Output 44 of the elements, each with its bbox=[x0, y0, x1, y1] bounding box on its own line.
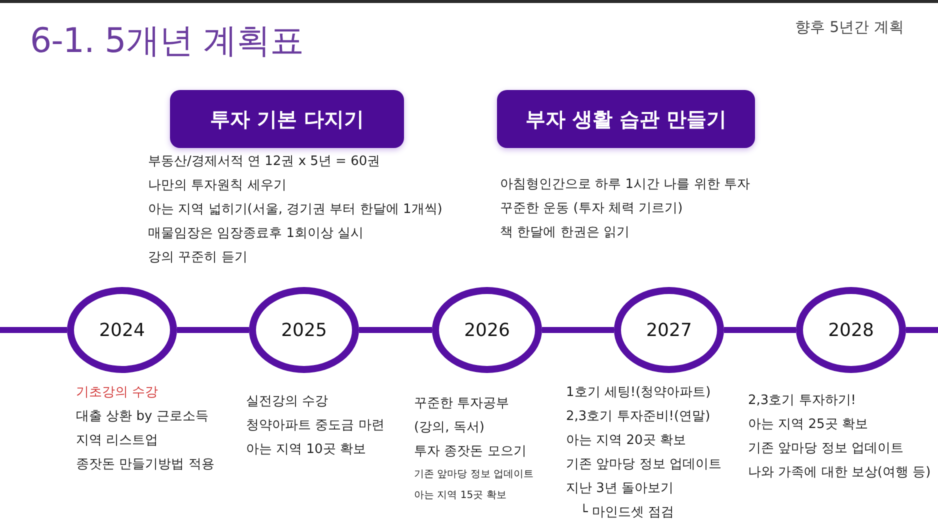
year-circle: 2028 bbox=[796, 287, 906, 373]
year-circle: 2024 bbox=[67, 287, 177, 373]
plan-item: 아는 지역 15곳 확보 bbox=[414, 489, 506, 503]
plan-item: 아침형인간으로 하루 1시간 나를 위한 투자 bbox=[500, 176, 750, 194]
plan-item: 나와 가족에 대한 보상(여행 등) bbox=[748, 464, 931, 482]
plan-item: 아는 지역 넓히기(서울, 경기권 부터 한달에 1개씩) bbox=[148, 201, 442, 219]
year-circle: 2027 bbox=[614, 287, 724, 373]
plan-item: 부동산/경제서적 연 12권 x 5년 = 60권 bbox=[148, 153, 380, 171]
plan-item: 강의 꾸준히 듣기 bbox=[148, 249, 248, 267]
plan-item: 꾸준한 투자공부 (강의, 독서) bbox=[414, 395, 510, 437]
plan-item: 아는 지역 25곳 확보 bbox=[748, 416, 868, 434]
timeline-line bbox=[724, 327, 796, 333]
plan-item: 꾸준한 운동 (투자 체력 기르기) bbox=[500, 200, 683, 218]
plan-item: └ 마인드셋 점검 bbox=[580, 502, 674, 522]
plan-item: 기존 앞마당 정보 업데이트 bbox=[414, 468, 534, 482]
plan-item: 1호기 세팅!(청약아파트) bbox=[566, 384, 711, 402]
year-circle: 2026 bbox=[432, 287, 542, 373]
plan-item: 2,3호기 투자하기! bbox=[748, 392, 856, 410]
plan-item: 아는 지역 20곳 확보 bbox=[566, 432, 686, 450]
plan-item: 책 한달에 한권은 읽기 bbox=[500, 224, 630, 242]
page-title: 6-1. 5개년 계획표 bbox=[30, 20, 304, 63]
plan-item: 청약아파트 중도금 마련 bbox=[246, 417, 384, 435]
plan-item: 실전강의 수강 bbox=[246, 393, 328, 411]
heading-banner: 부자 생활 습관 만들기 bbox=[497, 90, 755, 148]
timeline-line bbox=[359, 327, 432, 333]
plan-item: 지역 리스트업 bbox=[76, 432, 158, 450]
plan-item: 종잣돈 만들기방법 적용 bbox=[76, 456, 214, 474]
timeline-line bbox=[0, 327, 67, 333]
plan-item: 기존 앞마당 정보 업데이트 bbox=[566, 456, 722, 474]
plan-item: 기초강의 수강 bbox=[76, 384, 158, 402]
timeline-line bbox=[177, 327, 249, 333]
plan-item: 나만의 투자원칙 세우기 bbox=[148, 177, 286, 195]
plan-item: 투자 종잣돈 모으기 bbox=[414, 443, 526, 461]
timeline-line bbox=[542, 327, 614, 333]
plan-item: 매물임장은 임장종료후 1회이상 실시 bbox=[148, 225, 364, 243]
subtitle-note: 향후 5년간 계획 bbox=[794, 18, 904, 37]
plan-item: 지난 3년 돌아보기 bbox=[566, 480, 674, 498]
year-circle: 2025 bbox=[249, 287, 359, 373]
plan-item: 대출 상환 by 근로소득 bbox=[76, 408, 208, 426]
timeline-line bbox=[906, 327, 938, 333]
plan-item: 2,3호기 투자준비!(연말) bbox=[566, 408, 710, 426]
heading-banner: 투자 기본 다지기 bbox=[170, 90, 404, 148]
plan-item: 기존 앞마당 정보 업데이트 bbox=[748, 440, 904, 458]
plan-item: 아는 지역 10곳 확보 bbox=[246, 441, 366, 459]
